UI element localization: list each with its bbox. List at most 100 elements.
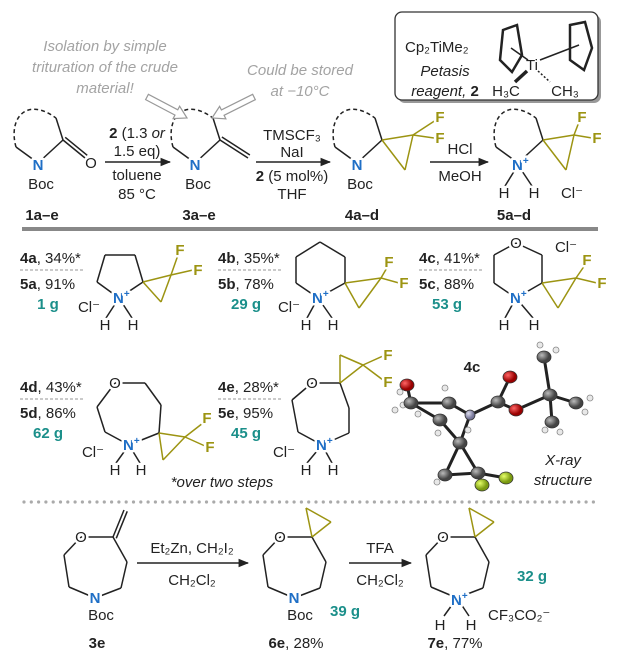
hydrogen: H xyxy=(328,317,339,334)
bond xyxy=(306,297,319,319)
compound-label: 4b xyxy=(218,250,236,267)
bond xyxy=(194,139,221,164)
compound-label: 5a–d xyxy=(497,207,531,224)
bond xyxy=(120,561,128,589)
bond xyxy=(456,587,484,599)
step3-conditions: HCl MeOH xyxy=(438,141,481,185)
bond xyxy=(456,597,470,617)
fluorine: F xyxy=(435,130,444,147)
xray-hydrogen-atom xyxy=(434,429,442,437)
compound-label: 4a–d xyxy=(345,207,379,224)
bond xyxy=(474,521,495,538)
separator: , xyxy=(38,379,46,396)
compound-label: 4e xyxy=(218,379,235,396)
fluorine: F xyxy=(582,252,591,269)
oxygen: O xyxy=(510,235,522,252)
compound-label: 5e xyxy=(218,405,235,422)
nitrogen: N xyxy=(190,157,201,174)
condition-text: 1.5 eq) xyxy=(114,143,161,160)
bond xyxy=(517,164,533,187)
xray-caption: structure xyxy=(534,472,592,489)
fluorine: F xyxy=(435,109,444,126)
condition-text: or xyxy=(152,125,166,142)
variable-ring-arc xyxy=(493,108,537,148)
solvent: CH₂Cl₂ xyxy=(168,572,216,589)
fluorine: F xyxy=(205,439,214,456)
hydrogen: H xyxy=(301,317,312,334)
compound-6e: O N Boc 39 g 6e, 28% xyxy=(268,527,360,653)
bond xyxy=(158,432,164,461)
scale-badge: 1 g xyxy=(37,296,59,313)
fluorine: F xyxy=(383,347,392,364)
bond xyxy=(541,282,559,309)
bond xyxy=(317,282,346,299)
xray-atom-N xyxy=(464,409,476,421)
xray-atom-C xyxy=(437,468,453,482)
fluorine: F xyxy=(383,374,392,391)
bond xyxy=(344,282,360,309)
hollow-arrow-icons xyxy=(144,93,257,120)
bond xyxy=(115,511,128,539)
bond xyxy=(380,265,389,279)
methyl-right: CH₃ xyxy=(551,83,579,100)
product-4a-5a: N+ H H Cl⁻ F F xyxy=(78,240,205,337)
compound-3e: O N Boc 3e xyxy=(73,527,115,653)
separator: , xyxy=(235,379,243,396)
hydrogen: H xyxy=(466,617,477,634)
hydrogen: H xyxy=(136,462,147,479)
yield: 34%* xyxy=(45,250,81,267)
bond xyxy=(142,281,162,303)
compound-1: N Boc O 1a–e xyxy=(25,153,99,225)
storage-note: Could be stored at −10°C xyxy=(247,62,354,100)
scale-badge: 45 g xyxy=(231,425,261,442)
bond xyxy=(321,432,350,446)
bond xyxy=(319,561,327,589)
yield: 91% xyxy=(45,276,75,293)
xray-hydrogen-atom xyxy=(556,428,564,436)
bond xyxy=(319,241,346,258)
svg-text:N+: N+ xyxy=(312,289,329,307)
bond xyxy=(96,406,106,433)
solvent: toluene xyxy=(112,167,161,184)
compound-label: 3a–e xyxy=(182,207,215,224)
bond xyxy=(573,121,580,136)
bond xyxy=(63,554,70,588)
reagent-name-text: reagent, xyxy=(411,83,470,100)
xray-atom-C xyxy=(544,415,560,429)
xray-atom-C xyxy=(542,388,558,402)
solvent: CH₂Cl₂ xyxy=(356,572,404,589)
bond xyxy=(381,139,406,171)
compound-label: 5a xyxy=(20,276,37,293)
yield-step2: 5b, 78% xyxy=(218,276,274,293)
bond xyxy=(344,277,382,284)
condition-text: TFA xyxy=(366,540,394,557)
boc-group: Boc xyxy=(287,607,313,624)
xray-hydrogen-atom xyxy=(586,394,594,402)
bond xyxy=(184,422,204,438)
chloride: Cl⁻ xyxy=(278,299,300,316)
reagent-name: reagent, 2 xyxy=(411,83,479,100)
fluorine: F xyxy=(384,254,393,271)
xray-compound-label: 4c xyxy=(464,359,481,376)
charge: + xyxy=(327,436,333,447)
xray-atom-C xyxy=(568,396,584,410)
xray-caption: X-ray xyxy=(544,452,582,469)
reagent-name: Petasis xyxy=(420,63,470,80)
hollow-arrow-icon xyxy=(144,93,189,120)
separator: , xyxy=(37,276,45,293)
bond xyxy=(493,242,517,256)
xray-structure-image xyxy=(391,341,594,492)
variable-ring-arc xyxy=(332,108,376,148)
bond xyxy=(334,146,358,164)
nitrogen: N xyxy=(33,157,44,174)
bond xyxy=(515,242,543,256)
note-line: Isolation by simple xyxy=(43,38,166,55)
fluorine: F xyxy=(592,130,601,147)
bond xyxy=(425,554,432,588)
svg-text:2 (5 mol%): 2 (5 mol%) xyxy=(256,168,329,185)
yield-step2: 5a, 91% xyxy=(20,276,75,293)
bond xyxy=(144,382,162,406)
separator: , xyxy=(236,250,244,267)
titanium-atom: Ti xyxy=(526,57,538,74)
bond xyxy=(339,364,364,384)
